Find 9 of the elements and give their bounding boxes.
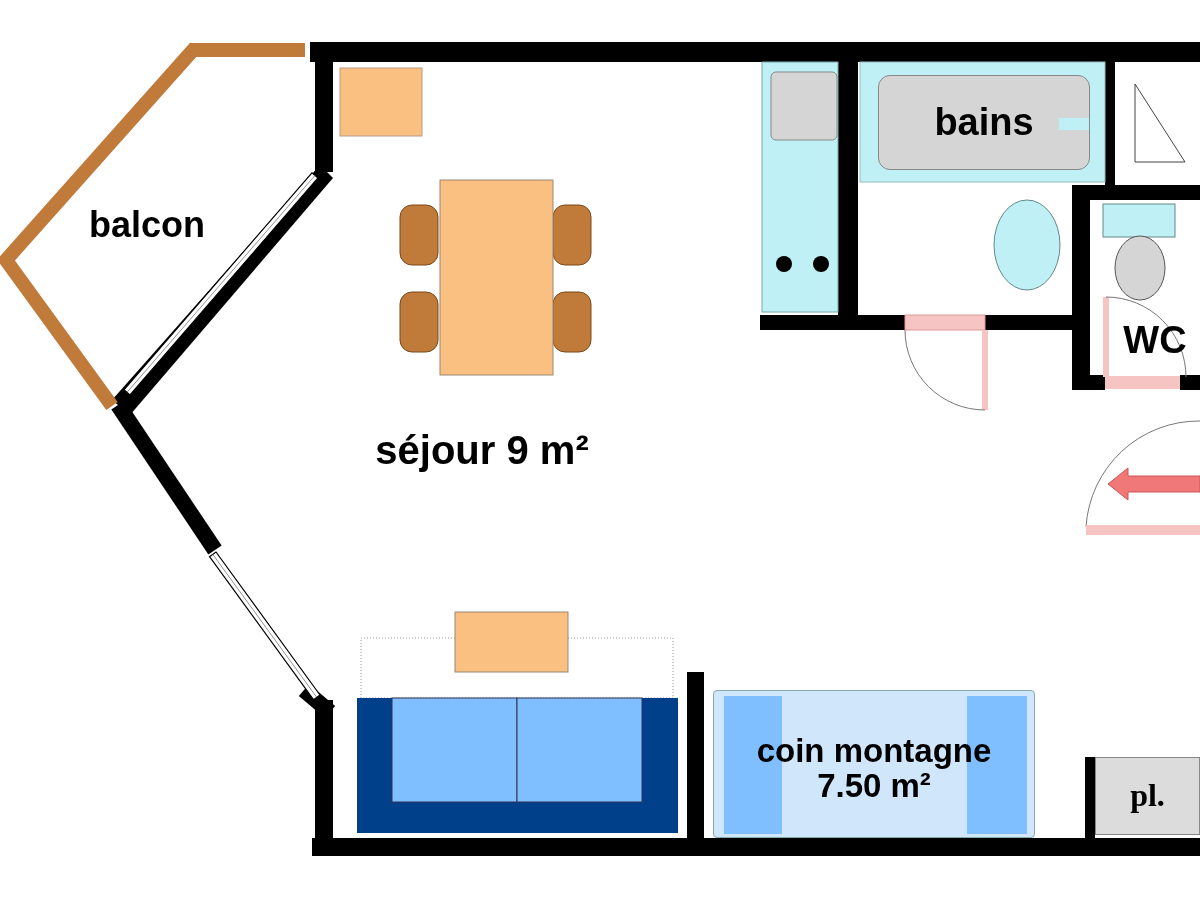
cupboard	[1095, 757, 1200, 835]
room-label: WC	[1123, 318, 1187, 362]
room-label: bains	[934, 102, 1034, 143]
bathtub	[878, 75, 1090, 170]
room-label: coin montagne 7.50 m²	[755, 734, 993, 804]
room-label: séjour 9 m²	[375, 427, 589, 473]
bed	[713, 690, 1035, 838]
room-label: pl.	[1130, 779, 1165, 813]
room-label: balcon	[89, 204, 205, 246]
